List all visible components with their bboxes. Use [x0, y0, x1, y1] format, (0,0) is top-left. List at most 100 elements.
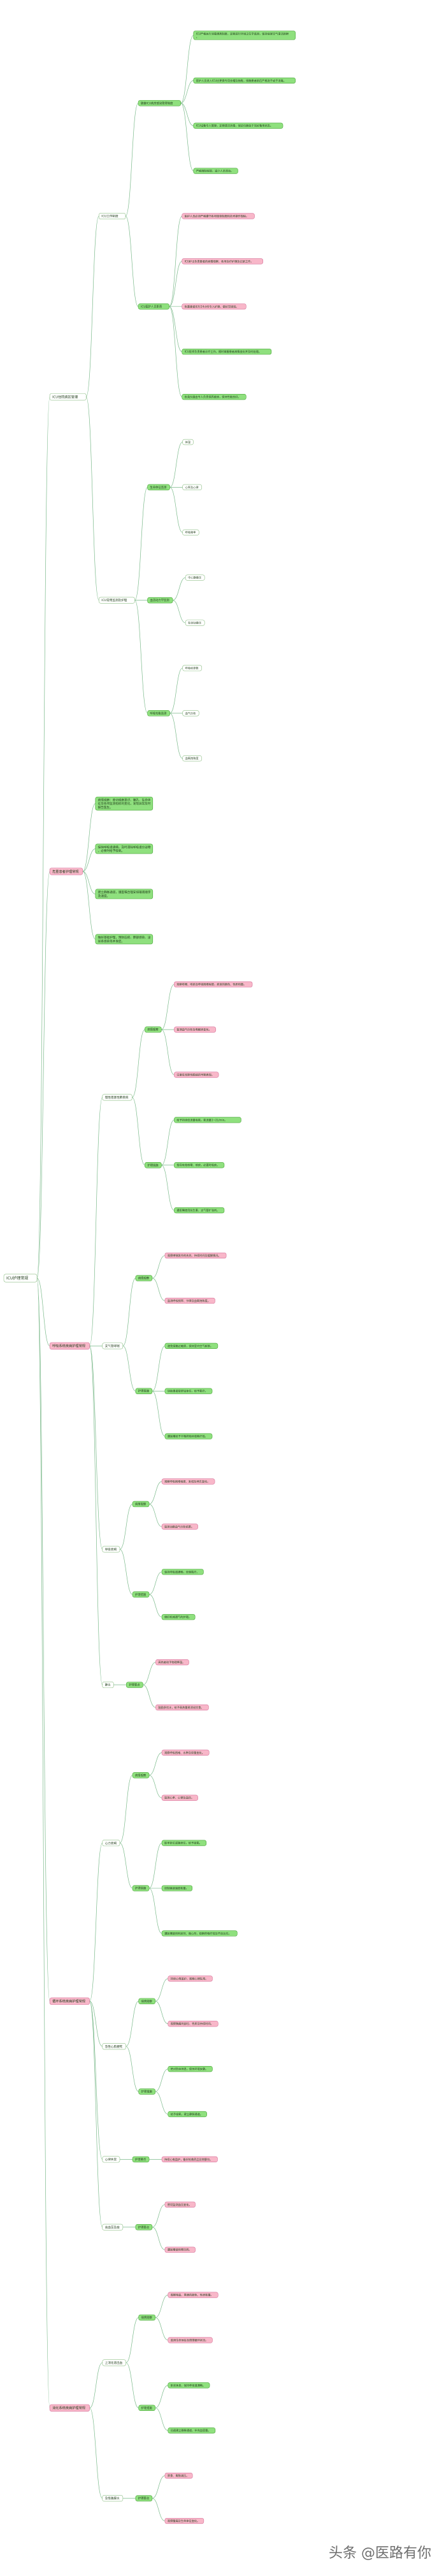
connector-line [132, 1029, 145, 1098]
connector-line [89, 2407, 103, 2499]
node-d2: 保持呼吸道通畅，及时清除呼吸道分泌物，必要时给予吸氧。 [95, 843, 154, 854]
connector-line [148, 1481, 162, 1504]
connector-line [152, 1255, 166, 1279]
node-box [95, 843, 154, 854]
node-label: 避免接触过敏原，保持室内空气新鲜。 [168, 1344, 213, 1348]
node-box [145, 1026, 162, 1033]
node-label: 持续心电监护，观察心律失常。 [171, 1976, 208, 1981]
node-d4: 保持呼吸道通畅，合理氧疗。 [161, 1569, 204, 1575]
node-d4: 遵医嘱给予平喘药物并观察疗效。 [164, 1433, 213, 1439]
node-d4: 呼吸机参数 [182, 665, 202, 671]
node-box [95, 796, 154, 811]
connector-line [119, 1504, 133, 1550]
node-box [147, 710, 170, 717]
node-d4: 血氧饱和度 [182, 755, 202, 762]
connector-line [134, 487, 148, 600]
node-label: 监测心率、心律及血压。 [164, 1796, 194, 1800]
node-label: 各类仪器由专人负责保养维修，保持性能良好。 [185, 395, 241, 399]
node-label: 血氧饱和度 [185, 756, 199, 760]
node-d2: 上消化道出血 [102, 2359, 126, 2366]
node-box [49, 868, 83, 875]
connector-line [36, 397, 50, 1279]
node-box [132, 1772, 150, 1779]
node-label: 观察呼吸困难、水肿及尿量变化。 [164, 1750, 204, 1755]
node-label: ICU设备专人管理，定期清洁消毒，保证仪器处于完好备用状态。 [196, 124, 273, 128]
node-box [161, 1569, 204, 1575]
node-label: 做好机械通气的护理。 [164, 1615, 191, 1619]
connector-line [152, 2475, 166, 2499]
node-d3: 病情观察 [132, 1501, 150, 1508]
connector-line [148, 1752, 162, 1776]
connector-line [155, 2091, 168, 2114]
node-label: 急性心肌梗死 [105, 2044, 123, 2049]
node-box [182, 213, 255, 219]
node-box [102, 2495, 124, 2502]
node-d2: 高血压急症 [102, 2223, 124, 2230]
connector-line [89, 2000, 103, 2228]
connector-line [148, 1888, 162, 1934]
node-label: 取半卧位或端坐位，给予吸氧。 [164, 1841, 202, 1845]
node-box [161, 1614, 196, 1620]
node-label: 监测呼吸频率、节律及血氧饱和度。 [168, 1299, 210, 1303]
connector-line [125, 103, 139, 217]
node-d4: 医护人员必须严格遵守各项规章制度和技术操作规程。 [182, 213, 255, 219]
node-d4: 指导有效咳嗽、咳痰，必要时吸痰。 [174, 1162, 225, 1168]
connector-line [119, 1549, 133, 1595]
node-box [98, 213, 126, 220]
node-d4: 有创动脉压 [185, 620, 205, 626]
connector-line [161, 1029, 175, 1075]
node-label: 体温 [185, 440, 191, 444]
node-box [164, 1433, 213, 1439]
connector-line [85, 397, 99, 600]
node-box [164, 1297, 215, 1304]
node-box [193, 168, 238, 174]
node-label: 消化系统疾病护理常规 [52, 2405, 85, 2410]
node-label: 呼吸系统疾病护理常规 [52, 1343, 85, 1348]
node-label: 监测生命体征及周围循环状况。 [171, 2338, 208, 2342]
node-label: 护理措施 [135, 1592, 147, 1597]
node-d4: 鼓励多饮水，给予高热量易消化饮食。 [155, 1704, 209, 1711]
node-d2: 呼吸衰竭 [102, 1546, 120, 1553]
node-d3: 生命体征监测 [147, 484, 170, 491]
node-label: 中心静脉压 [188, 576, 201, 580]
node-box [182, 665, 202, 671]
node-box [132, 1591, 150, 1597]
node-label: 护理措施 [147, 1163, 159, 1167]
watermark: 头条 @医路有你 [329, 2545, 431, 2561]
node-box [49, 1342, 90, 1350]
node-d3: 护理措施 [132, 1885, 150, 1891]
node-box [161, 2156, 218, 2163]
node-box [182, 439, 194, 446]
node-box [147, 597, 173, 604]
node-label: 遵医嘱给予平喘药物并观察疗效。 [168, 1434, 208, 1439]
connector-line [119, 1775, 133, 1844]
node-d2: 支气管哮喘 [102, 1343, 124, 1350]
node-label: 建立静脉通道，遵医嘱合理安排输液顺序及速度。 [98, 890, 151, 898]
node-label: 支气管哮喘 [105, 1344, 120, 1348]
node-label: ICU常用监测及护理 [101, 598, 127, 602]
node-d4: 监测动脉血气分析结果。 [161, 1524, 198, 1530]
node-label: ICU住院病区管理 [52, 394, 78, 399]
node-label: 做好基础护理，预防压疮、肺部感染、泌尿系感染等并发症。 [98, 935, 151, 943]
connector-line [125, 2362, 139, 2408]
node-label: 生命体征监测 [150, 485, 167, 490]
node-d1: 消化系统疾病护理常规 [49, 2404, 90, 2412]
node-box [138, 2405, 156, 2412]
node-box [95, 934, 154, 945]
node-box [102, 1343, 124, 1350]
node-label: 慢性阻塞性肺疾病 [105, 1095, 129, 1100]
node-d2: 急性心肌梗死 [102, 2043, 126, 2050]
node-box [164, 2473, 193, 2479]
connector-line [82, 848, 96, 872]
node-d2: 心律失常 [102, 2156, 120, 2163]
node-d4: 做好机械通气的护理。 [161, 1614, 196, 1620]
connector-line [148, 1571, 162, 1595]
node-box [161, 1885, 193, 1891]
node-box [164, 1343, 218, 1349]
node-d2: 肺炎 [102, 1682, 114, 1689]
node-box [49, 393, 87, 401]
node-label: 注意有无肺性脑病的早期表现。 [176, 1072, 214, 1077]
connector-line [119, 1842, 133, 1889]
